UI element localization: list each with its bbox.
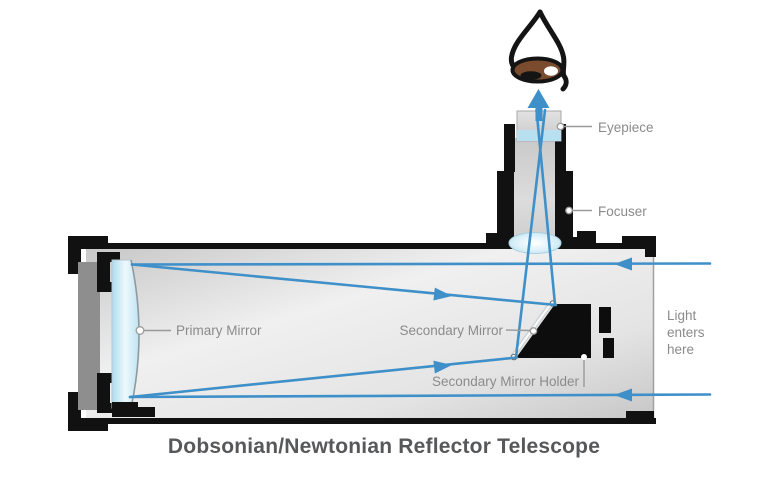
secondary-mirror-holder-block — [516, 304, 591, 358]
tube-wall-top — [86, 243, 656, 249]
corner-bracket-top-right — [622, 236, 656, 257]
eye-icon — [508, 9, 569, 92]
label-secondary-mirror: Secondary Mirror — [399, 322, 503, 338]
light-rays — [128, 108, 712, 399]
label-focuser: Focuser — [598, 203, 647, 219]
marker-eyepiece — [556, 122, 565, 131]
label-eyepiece: Eyepiece — [598, 119, 654, 135]
light-ray-incoming-top — [130, 262, 712, 266]
marker-primary-mirror — [135, 326, 145, 335]
eye-highlight — [544, 66, 558, 76]
corner-bracket-bottom-right — [626, 411, 654, 420]
label-primary-mirror: Primary Mirror — [176, 323, 262, 338]
leader-markers — [135, 122, 587, 360]
tube-wall-bottom — [86, 418, 656, 424]
diagram-title: Dobsonian/Newtonian Reflector Telescope — [167, 435, 601, 458]
arrow-right-icon — [433, 287, 452, 301]
focuser-collar-left — [504, 124, 515, 172]
focuser-body-left — [497, 171, 514, 238]
ray-arrowheads — [433, 257, 632, 402]
light-ray-focuser-right — [514, 108, 547, 359]
eye-pupil — [520, 71, 542, 80]
arrow-right-icon — [433, 360, 452, 374]
marker-focuser — [565, 206, 573, 215]
focuser-body-right — [555, 171, 573, 238]
spider-mount-block-lower — [603, 338, 614, 358]
focuser-lens — [508, 232, 562, 254]
arrow-left-icon — [614, 257, 632, 271]
focuser-collar-right — [555, 124, 566, 172]
leader-lines — [144, 125, 592, 387]
mirror-cell-bracket-bottom — [97, 373, 120, 413]
light-ray-focuser-left — [535, 108, 557, 306]
marker-secondary-holder — [581, 354, 587, 360]
arrow-left-icon — [614, 388, 632, 402]
marker-secondary-mirror — [529, 327, 538, 335]
mirror-cell-back — [78, 262, 100, 410]
leader-secondary-mirror — [505, 329, 531, 332]
light-enters-line: here — [667, 342, 695, 357]
light-enters-line: enters — [667, 325, 705, 340]
arrow-up-icon — [527, 89, 550, 121]
primary-mirror-cell — [78, 252, 155, 417]
label-light-enters-here: Light enters here — [667, 307, 705, 358]
light-ray-reflected-top — [130, 263, 558, 307]
light-enters-line: Light — [667, 308, 697, 323]
mirror-clips — [112, 402, 155, 417]
mirror-cell-bracket-top — [97, 252, 120, 292]
light-ray-incoming-bottom — [128, 393, 712, 399]
corner-bracket-bottom-left — [68, 392, 108, 431]
spider-mount-block-upper — [599, 307, 611, 333]
light-ray-reflected-bottom — [128, 356, 519, 399]
label-secondary-mirror-holder: Secondary Mirror Holder — [431, 374, 579, 389]
corner-bracket-top-left — [68, 236, 108, 274]
